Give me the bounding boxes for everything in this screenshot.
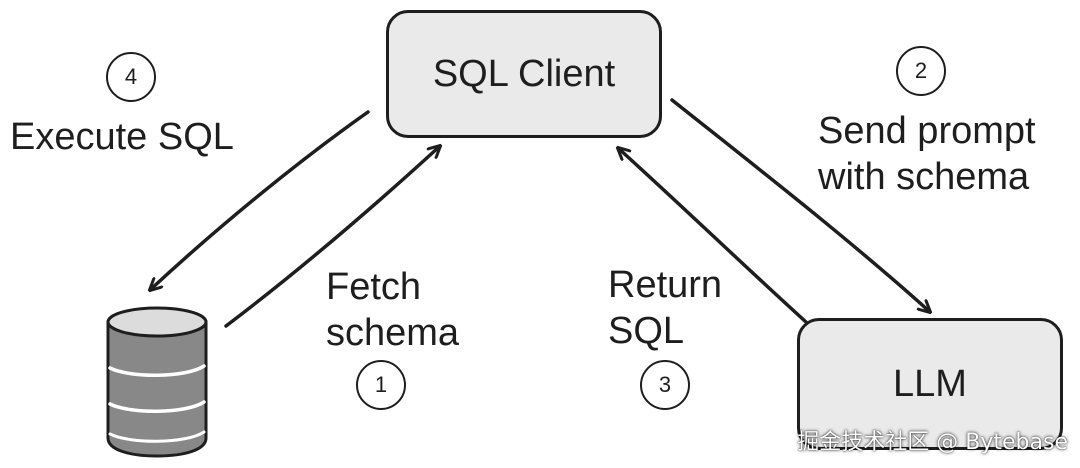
watermark-text: 掘金技术社区 @ Bytebase — [797, 430, 1068, 455]
arrow-execute-sql — [150, 110, 370, 290]
arrow-return-sql — [618, 148, 808, 324]
return-sql-label-line-1: Return — [608, 264, 723, 306]
fetch-schema-label-line-2: schema — [326, 312, 460, 354]
step-2-badge: 2 — [896, 46, 946, 96]
fetch-schema-label-line-1: Fetch — [326, 266, 422, 308]
step-4-badge: 4 — [106, 52, 156, 102]
sql-client-label: SQL Client — [432, 52, 616, 95]
arrow-send-prompt — [670, 98, 930, 312]
send-prompt-label-line-2: with schema — [818, 156, 1030, 198]
send-prompt-label-line-1: Send prompt — [818, 110, 1036, 152]
step-4-number: 4 — [124, 64, 138, 89]
return-sql-label-line-2: SQL — [608, 310, 685, 352]
step-2-number: 2 — [914, 58, 928, 83]
llm-node: LLM — [797, 318, 1063, 450]
step-1-badge: 1 — [356, 360, 406, 410]
execute-sql-label-line-1: Execute SQL — [10, 116, 234, 158]
arrow-fetch-schema — [224, 146, 440, 328]
step-3-number: 3 — [658, 372, 672, 397]
llm-label: LLM — [893, 362, 967, 405]
execute-sql-label: Execute SQL — [10, 114, 234, 160]
database-icon — [106, 306, 208, 458]
send-prompt-label: Send prompt with schema — [818, 108, 1036, 200]
sql-client-node: SQL Client — [386, 10, 662, 138]
return-sql-label: Return SQL — [608, 262, 722, 354]
step-3-badge: 3 — [640, 360, 690, 410]
fetch-schema-label: Fetch schema — [326, 264, 459, 356]
step-1-number: 1 — [374, 372, 388, 397]
